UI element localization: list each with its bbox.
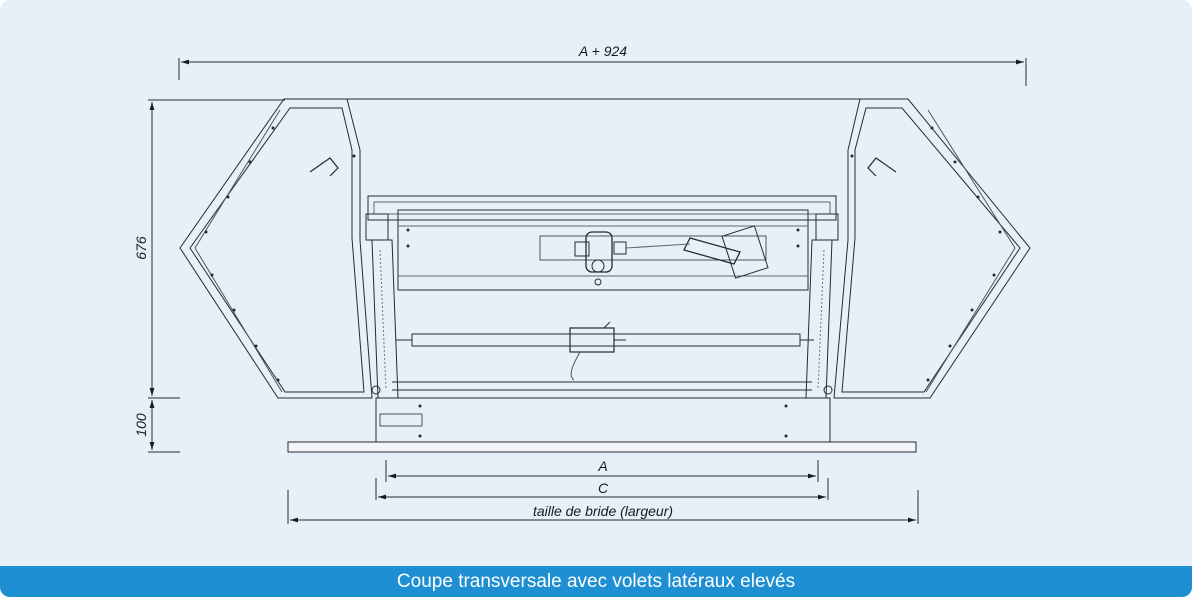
label-flange-width: taille de bride (largeur) xyxy=(533,503,673,519)
label-body-height: 676 xyxy=(133,236,149,260)
dimension-flange-span xyxy=(375,478,829,500)
dimension-base-height xyxy=(148,397,180,453)
dimension-body-height xyxy=(148,99,285,396)
dimension-flange-width xyxy=(287,490,919,524)
caption-text: Coupe transversale avec volets latéraux … xyxy=(396,571,796,592)
label-inner-width: A xyxy=(597,458,607,474)
label-flange-span: C xyxy=(598,480,609,496)
base-plinth xyxy=(287,385,917,453)
bolt-markers xyxy=(204,126,1002,438)
dimension-inner-width xyxy=(385,460,819,482)
label-overall-width: A + 924 xyxy=(578,43,627,59)
left-side-flap xyxy=(179,98,373,399)
label-base-height: 100 xyxy=(133,413,149,437)
caption-bar: Coupe transversale avec volets latéraux … xyxy=(0,566,1192,597)
cross-section-drawing: A + 924 676 100 A C taille de bride (lar… xyxy=(133,43,1031,524)
right-side-flap xyxy=(833,98,1031,399)
actuator-rod xyxy=(396,321,814,381)
dimension-overall-width xyxy=(178,58,1027,86)
damper-assembly xyxy=(397,209,809,291)
